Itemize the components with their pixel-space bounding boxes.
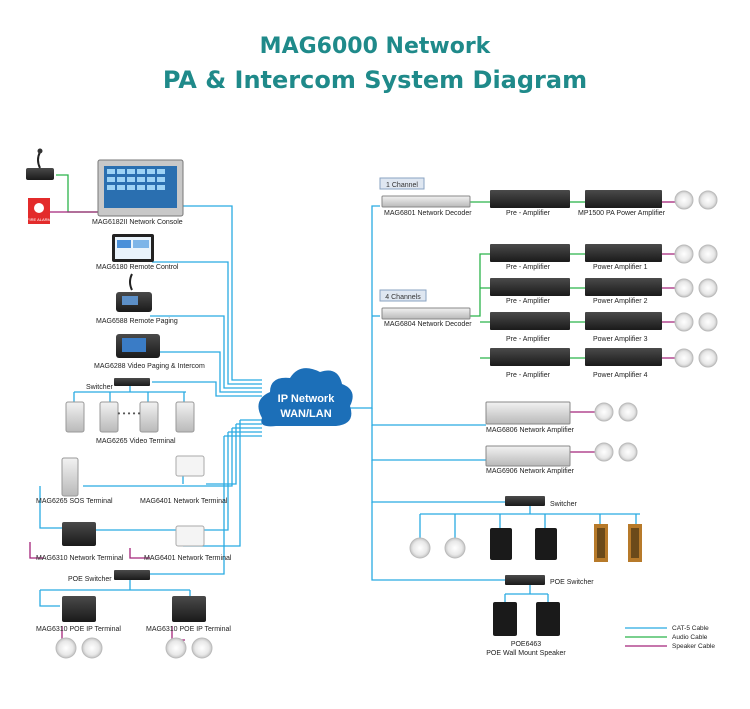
remote-paging-label: MAG6588 Remote Paging xyxy=(96,318,178,325)
tablet-remote-control-icon xyxy=(112,234,154,262)
poe-switcher-right-icon xyxy=(505,575,545,585)
poe-wall-speaker-icon xyxy=(493,602,560,636)
ip-network-cloud: IP Network WAN/LAN xyxy=(258,368,353,427)
remote-paging-station-icon xyxy=(116,273,152,312)
cat5-cables xyxy=(39,205,667,629)
cable-legend: CAT-5 Cable Audio Cable Speaker Cable xyxy=(672,625,715,650)
network-terminal-6310-label: MAG6310 Network Terminal xyxy=(36,555,124,562)
cloud-label-line2: WAN/LAN xyxy=(280,408,331,420)
network-terminal-6401b-icon xyxy=(175,525,205,547)
poe-switcher-right-label: POE Switcher xyxy=(550,579,594,586)
wall-speaker-icon xyxy=(409,528,557,560)
four-channels-tag xyxy=(379,289,427,302)
poe-terminal-b-label: MAG6310 POE IP Terminal xyxy=(146,626,231,633)
pre-amp-b-label: Pre - Amplifier xyxy=(506,298,551,305)
poe-terminal-a-icon xyxy=(62,596,96,622)
switcher-left-icon xyxy=(114,378,150,386)
diagram-title-line2: PA & Intercom System Diagram xyxy=(162,66,588,94)
decoder-6801-icon xyxy=(381,195,471,208)
one-channel-label: 1 Channel xyxy=(386,182,418,189)
remote-control-label: MAG6180 Remote Control xyxy=(96,264,179,271)
pre-amplifier-1-icon xyxy=(490,190,570,208)
one-channel-tag xyxy=(379,177,425,190)
diagram-title-line1: MAG6000 Network xyxy=(259,34,491,59)
sos-terminal-icon xyxy=(61,457,79,497)
decoder-6804-label: MAG6804 Network Decoder xyxy=(384,321,472,328)
pre-amp-a-label: Pre - Amplifier xyxy=(506,264,551,271)
four-channels-label: 4 Channels xyxy=(385,294,421,301)
svg-text:• • • • •: • • • • • xyxy=(118,409,141,418)
amp-6906-label: MAG6906 Network Amplifier xyxy=(486,468,575,475)
sos-terminal-label: MAG6265 SOS Terminal xyxy=(36,498,113,505)
video-paging-station-icon xyxy=(116,334,160,358)
video-terminal-icon: • • • • • xyxy=(65,401,195,433)
legend-speaker-label: Speaker Cable xyxy=(672,643,715,650)
network-amplifier-6906-icon xyxy=(485,445,571,467)
poe-switcher-left-label: POE Switcher xyxy=(68,576,112,583)
legend-audio-label: Audio Cable xyxy=(672,634,708,641)
poe-switcher-left-icon xyxy=(114,570,150,580)
network-console-icon xyxy=(97,159,184,217)
network-terminal-6401b-label: MAG6401 Network Terminal xyxy=(144,555,232,562)
fire-alarm-icon: FIRE ALARM xyxy=(27,198,51,224)
network-terminal-6310-icon xyxy=(62,522,96,546)
cloud-label-line1: IP Network xyxy=(278,393,336,405)
decoder-6801-label: MAG6801 Network Decoder xyxy=(384,210,472,217)
decoder-6804-icon xyxy=(381,307,471,320)
poe-terminal-b-icon xyxy=(172,596,206,622)
poe-speaker-label-2: POE Wall Mount Speaker xyxy=(486,650,566,657)
ceiling-speaker-icon xyxy=(55,637,213,659)
pre-amp-c-label: Pre - Amplifier xyxy=(506,336,551,343)
power-amp-2-label: Power Amplifier 2 xyxy=(593,298,648,305)
mp1500-label: MP1500 PA Power Amplifier xyxy=(578,210,666,217)
column-speaker-icon xyxy=(594,524,642,562)
network-terminal-6401a-label: MAG6401 Network Terminal xyxy=(140,498,228,505)
pre-amp-d-label: Pre - Amplifier xyxy=(506,372,551,379)
switcher-right-label: Switcher xyxy=(550,501,578,508)
switcher-right-icon xyxy=(505,496,545,506)
pre-amplifier-stack-icon xyxy=(490,244,570,366)
video-paging-label: MAG6288 Video Paging & Intercom xyxy=(94,363,205,370)
fire-alarm-label: FIRE ALARM xyxy=(27,217,51,222)
mp1500-amplifier-icon xyxy=(585,190,662,208)
network-terminal-6401-icon xyxy=(175,455,205,477)
legend-cat5-label: CAT-5 Cable xyxy=(672,625,709,632)
poe-terminal-a-label: MAG6310 POE IP Terminal xyxy=(36,626,121,633)
power-amp-4-label: Power Amplifier 4 xyxy=(593,372,648,379)
video-terminal-label: MAG6265 Video Terminal xyxy=(96,438,176,445)
paging-microphone-icon xyxy=(26,148,54,180)
power-amplifier-stack-icon xyxy=(585,244,662,366)
amp-6806-label: MAG6806 Network Amplifier xyxy=(486,427,575,434)
power-amp-1-label: Power Amplifier 1 xyxy=(593,264,648,271)
power-amp-3-label: Power Amplifier 3 xyxy=(593,336,648,343)
switcher-left-label: Switcher xyxy=(86,384,114,391)
ceiling-speaker-icon xyxy=(594,190,718,462)
network-amplifier-6806-icon xyxy=(485,401,571,425)
poe-speaker-label-1: POE6463 xyxy=(511,641,541,648)
console-label: MAG6182II Network Console xyxy=(92,219,183,226)
pre-amp-1-label: Pre - Amplifier xyxy=(506,210,551,217)
